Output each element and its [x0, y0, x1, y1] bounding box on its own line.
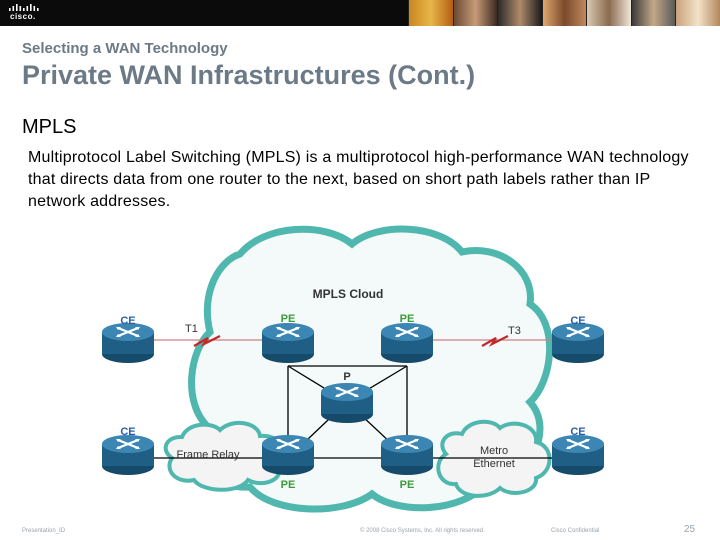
photo-tile — [675, 0, 720, 26]
t3-label: T3 — [508, 325, 521, 337]
mpls-network-diagram: MPLS Cloud T1 T3 Frame Relay Metro Ether… — [100, 225, 606, 513]
ce-bottom-left-label: CE — [120, 426, 135, 438]
top-banner: cisco. — [0, 0, 720, 26]
metro-ethernet-cloud-shape — [436, 419, 552, 498]
mpls-cloud-label: MPLS Cloud — [313, 287, 384, 301]
people-photo-strip — [408, 0, 720, 26]
t3-serial-bolt-icon — [481, 335, 509, 347]
footer-confidential: Cisco Confidential — [551, 528, 600, 534]
section-subtitle: Selecting a WAN Technology — [22, 40, 228, 57]
p-center-label: P — [343, 371, 350, 383]
logo-wordmark: cisco. — [10, 12, 36, 21]
pe-bottom-left-label: PE — [281, 479, 296, 491]
metro-ethernet-label-line2: Ethernet — [473, 458, 515, 470]
topic-heading: MPLS — [22, 116, 77, 138]
router-ce-bottom-right-icon — [550, 433, 606, 476]
router-pe-top-left-icon — [260, 321, 316, 364]
page-number: 25 — [684, 524, 696, 535]
router-ce-top-left-icon — [100, 321, 156, 364]
photo-tile — [630, 0, 676, 26]
page-title: Private WAN Infrastructures (Cont.) — [22, 60, 476, 90]
mpls-description: Multiprotocol Label Switching (MPLS) is … — [28, 149, 689, 210]
pe-bottom-right-label: PE — [400, 479, 415, 491]
router-pe-bottom-left-icon — [260, 433, 316, 476]
t1-serial-bolt-icon — [193, 335, 221, 347]
router-p-center-icon — [319, 381, 375, 424]
router-ce-bottom-left-icon — [100, 433, 156, 476]
cisco-logo-icon — [9, 4, 39, 11]
photo-tile — [541, 0, 587, 26]
footer-presentation-id: Presentation_ID — [22, 528, 66, 534]
photo-tile — [497, 0, 542, 26]
pe-top-left-label: PE — [281, 313, 296, 325]
photo-tile — [452, 0, 498, 26]
t1-label: T1 — [185, 323, 198, 335]
router-pe-bottom-right-icon — [379, 433, 435, 476]
ce-top-right-label: CE — [570, 315, 585, 327]
router-pe-top-right-icon — [379, 321, 435, 364]
metro-ethernet-label-line1: Metro — [480, 445, 508, 457]
ce-top-left-label: CE — [120, 315, 135, 327]
ce-bottom-right-label: CE — [570, 426, 585, 438]
photo-tile — [408, 0, 453, 26]
footer-copyright: © 2008 Cisco Systems, Inc. All rights re… — [360, 528, 485, 534]
frame-relay-label: Frame Relay — [177, 449, 240, 461]
photo-tile — [586, 0, 631, 26]
frame-relay-cloud-shape — [163, 420, 286, 492]
router-ce-top-right-icon — [550, 321, 606, 364]
pe-top-right-label: PE — [400, 313, 415, 325]
